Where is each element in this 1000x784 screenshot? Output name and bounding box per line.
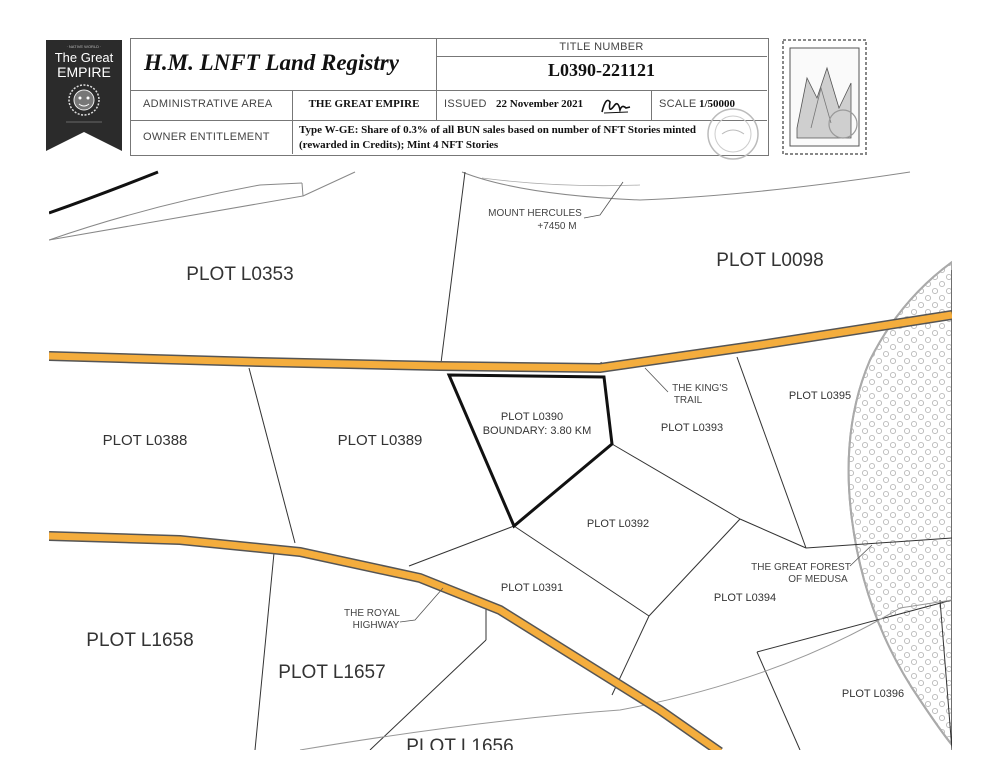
owner-entitlement-label: OWNER ENTITLEMENT xyxy=(143,131,270,143)
header-frame xyxy=(130,38,769,156)
plot-l0396-label: PLOT L0396 xyxy=(842,688,904,700)
issued-date: 22 November 2021 xyxy=(496,98,584,110)
plot-l1658-label: PLOT L1658 xyxy=(86,630,193,651)
title-number: L0390-221121 xyxy=(547,60,655,80)
plot-l1657-label: PLOT L1657 xyxy=(278,662,385,683)
registry-seal-icon xyxy=(707,108,759,160)
title-number-label: TITLE NUMBER xyxy=(559,41,644,53)
mount-hercules-label: MOUNT HERCULES xyxy=(488,208,582,219)
plot-l0393-label: PLOT L0393 xyxy=(661,422,723,434)
banner-line1: The Great xyxy=(55,50,114,65)
lion-crest-icon xyxy=(68,84,100,116)
registry-title: H.M. LNFT Land Registry xyxy=(144,50,399,75)
scale-label: SCALE xyxy=(659,98,697,110)
plot-l0390-boundary[interactable] xyxy=(446,373,614,529)
kings-trail-label: THE KING'S xyxy=(672,383,728,394)
owner-entitlement-line2: (rewarded in Credits); Mint 4 NFT Storie… xyxy=(299,139,499,151)
plot-l0395-label: PLOT L0395 xyxy=(789,390,851,402)
owner-entitlement-line1: Type W-GE: Share of 0.3% of all BUN sale… xyxy=(299,124,697,136)
registry-title-cell xyxy=(130,38,437,90)
royal-highway-label: THE ROYAL xyxy=(344,608,400,619)
plot-l0353-label: PLOT L0353 xyxy=(186,264,293,285)
admin-area-value: THE GREAT EMPIRE xyxy=(308,98,420,110)
the-great-empire-banner: · NATIVE WORLD · The Great EMPIRE xyxy=(46,40,122,151)
plot-l0394-label: PLOT L0394 xyxy=(714,592,776,604)
plot-l0391-label: PLOT L0391 xyxy=(501,582,563,594)
plot-l0390-boundary-label: BOUNDARY: 3.80 KM xyxy=(483,425,592,437)
postage-stamp-icon xyxy=(782,39,867,155)
great-forest-label: THE GREAT FOREST xyxy=(751,562,851,573)
scale-value: 1/50000 xyxy=(699,98,736,110)
plot-l0098-label: PLOT L0098 xyxy=(716,250,823,271)
signature-icon xyxy=(601,99,631,114)
svg-text:· NATIVE WORLD ·: · NATIVE WORLD · xyxy=(66,44,101,49)
great-forest-label-2: OF MEDUSA xyxy=(788,574,848,585)
plot-l0390-label: PLOT L0390 xyxy=(501,411,563,423)
plot-l0389-label: PLOT L0389 xyxy=(338,432,423,449)
royal-highway-label-2: HIGHWAY xyxy=(353,620,400,631)
admin-area-label: ADMINISTRATIVE AREA xyxy=(143,98,273,110)
plot-l0388-label: PLOT L0388 xyxy=(103,432,188,449)
issued-label: ISSUED xyxy=(444,98,487,110)
banner-line2: EMPIRE xyxy=(57,64,111,80)
forest-area xyxy=(847,260,952,747)
mount-hercules-elevation: +7450 M xyxy=(537,221,576,232)
kings-trail-label-2: TRAIL xyxy=(674,395,703,406)
plot-l1656-label: PLOT L1656 xyxy=(406,736,513,757)
plot-l0392-label: PLOT L0392 xyxy=(587,518,649,530)
